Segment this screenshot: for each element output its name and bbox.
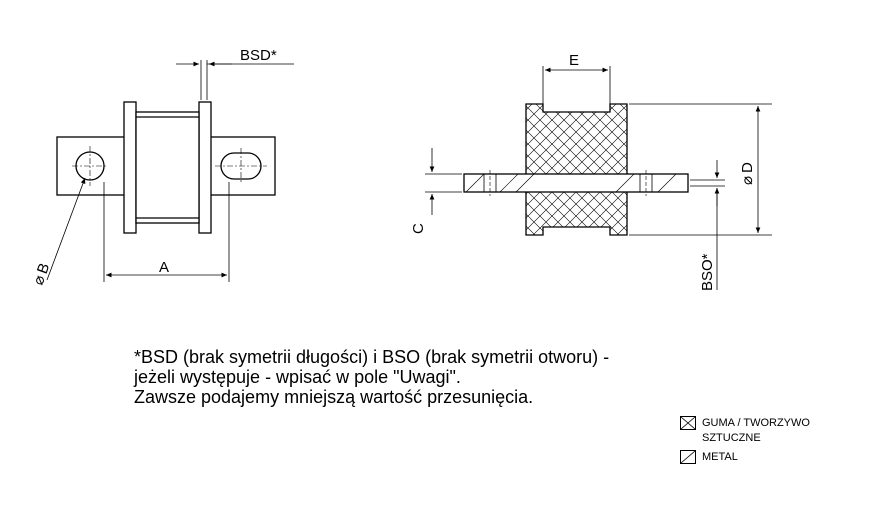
- legend-rubber-label-cont: SZTUCZNE: [702, 432, 761, 444]
- diameter-symbol-d: ⌀: [739, 176, 756, 185]
- label-d: D: [739, 162, 756, 173]
- label-diameter-b: ⌀ B: [30, 261, 54, 288]
- section-view: [425, 66, 772, 290]
- notes-block: *BSD (brak symetrii długości) i BSO (bra…: [134, 347, 609, 407]
- label-e: E: [569, 52, 579, 69]
- rubber-body: [135, 111, 200, 224]
- note-line-3: Zawsze podajemy mniejszą wartość przesun…: [134, 387, 534, 407]
- metal-hatch: [465, 173, 677, 193]
- label-b: B: [34, 261, 53, 276]
- legend-metal-label: METAL: [702, 450, 738, 463]
- hatch-swatch-icon: [680, 449, 696, 464]
- legend: GUMA / TWORZYWO SZTUCZNE METAL: [680, 414, 810, 465]
- note-line-2: jeżeli występuje - wpisać w pole "Uwagi"…: [134, 367, 461, 387]
- crosshatch-swatch-icon: [680, 415, 696, 430]
- legend-item-metal: METAL: [680, 448, 810, 465]
- label-bso: BSO*: [699, 253, 716, 291]
- label-a: A: [159, 259, 169, 276]
- right-flange: [198, 101, 212, 234]
- left-flange: [123, 101, 137, 234]
- label-c: C: [410, 223, 427, 234]
- legend-rubber-label: GUMA / TWORZYWO: [702, 416, 810, 429]
- label-bso-group: BSO*: [699, 253, 716, 291]
- label-bsd: BSD*: [240, 47, 277, 64]
- metal-plate-section: [463, 173, 689, 193]
- label-c-group: C: [410, 223, 427, 234]
- label-diameter-d: ⌀ D: [739, 162, 756, 185]
- note-line-1: *BSD (brak symetrii długości) i BSO (bra…: [134, 347, 610, 367]
- rubber-section: [525, 103, 628, 236]
- front-view: [46, 60, 294, 282]
- legend-item-rubber: GUMA / TWORZYWO: [680, 414, 810, 431]
